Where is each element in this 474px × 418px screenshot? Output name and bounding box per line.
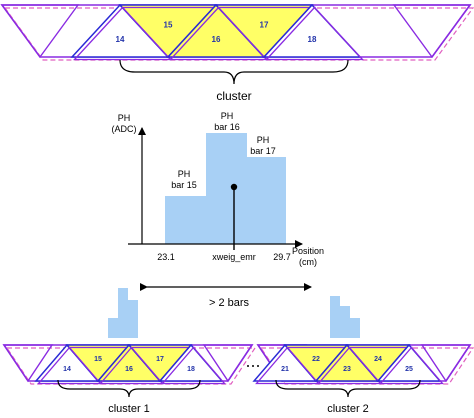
bottom-left-bar-17-number: 17 bbox=[156, 356, 164, 363]
mini-histogram-right bbox=[330, 296, 360, 338]
bottom-bar-array: 14 15 16 17 18 21 22 23 24 25 cluster 1 cluster … bbox=[2, 343, 474, 415]
bottom-right-bar-24-number: 24 bbox=[374, 356, 382, 363]
gap-dot bbox=[252, 365, 254, 367]
gap-ellipsis bbox=[247, 365, 259, 367]
bottom-left-edge-right bbox=[202, 344, 254, 383]
histogram-bar-15 bbox=[165, 196, 206, 244]
top-cluster-label: cluster bbox=[216, 89, 251, 103]
bottom-right-bar-23-number: 23 bbox=[343, 366, 351, 373]
x-axis-label-cm: (cm) bbox=[299, 257, 317, 267]
top-bar-18-outline bbox=[265, 6, 364, 61]
separation-label: > 2 bars bbox=[209, 297, 250, 309]
top-bar-15-number: 15 bbox=[164, 21, 173, 30]
mini-histogram-left bbox=[108, 288, 138, 338]
bottom-left-bar-18: 18 bbox=[158, 343, 226, 385]
top-bar-18-number: 18 bbox=[308, 35, 317, 44]
bar-16-label-ph: PH bbox=[221, 111, 234, 121]
bottom-right-bar-25-number: 25 bbox=[405, 366, 413, 373]
top-bar-18: 18 bbox=[262, 3, 364, 61]
top-cluster-brace bbox=[119, 59, 349, 85]
bottom-right-bar-22-number: 22 bbox=[312, 356, 320, 363]
x-axis-label-position: Position bbox=[292, 246, 324, 256]
top-array-edge-left bbox=[0, 4, 80, 59]
bottom-left-bar-16-number: 16 bbox=[125, 366, 133, 373]
top-bar-17-number: 17 bbox=[260, 21, 269, 30]
cluster-2-brace bbox=[275, 379, 421, 398]
top-bar-array: 14 15 16 17 18 cluster bbox=[0, 3, 474, 103]
bottom-left-bar-14-number: 14 bbox=[63, 366, 71, 373]
bar-15-label-name: bar 15 bbox=[171, 180, 197, 190]
bottom-left-bar-15-number: 15 bbox=[94, 356, 102, 363]
tick-label-left: 23.1 bbox=[157, 252, 175, 262]
bar-17-label-ph: PH bbox=[257, 135, 270, 145]
bottom-left-edge-left bbox=[2, 344, 54, 383]
y-axis-label-ph: PH bbox=[118, 113, 131, 123]
top-bar-14-number: 14 bbox=[116, 35, 125, 44]
bottom-left-bar-18-outline bbox=[161, 346, 226, 385]
separation-indicator: > 2 bars bbox=[108, 283, 360, 338]
bar-17-label-name: bar 17 bbox=[250, 146, 276, 156]
cluster-2-label: cluster 2 bbox=[327, 403, 369, 415]
bottom-left-dashed-outline bbox=[5, 347, 257, 385]
bar-16-label-name: bar 16 bbox=[214, 122, 240, 132]
top-array-bars: 14 15 16 17 18 bbox=[70, 3, 364, 61]
top-bar-16-number: 16 bbox=[212, 35, 221, 44]
bottom-right-bar-25: 25 bbox=[376, 343, 444, 385]
weighted-position-dot bbox=[230, 183, 238, 191]
cluster-1-brace bbox=[57, 379, 201, 398]
tick-label-right: 29.7 bbox=[273, 252, 291, 262]
histogram-bar-17 bbox=[247, 157, 286, 244]
gap-dot bbox=[247, 365, 249, 367]
gap-dot bbox=[257, 365, 259, 367]
cluster-1-label: cluster 1 bbox=[108, 403, 150, 415]
bottom-right-edge-right bbox=[420, 344, 472, 383]
bottom-right-bar-25-outline bbox=[379, 346, 444, 385]
bottom-left-bars: 14 15 16 17 18 bbox=[34, 343, 226, 385]
bottom-left-bar-18-number: 18 bbox=[187, 366, 195, 373]
histogram-bar-16 bbox=[206, 133, 247, 244]
top-array-frame bbox=[0, 4, 474, 61]
bottom-right-bar-21-number: 21 bbox=[281, 366, 289, 373]
bar-15-label-ph: PH bbox=[178, 169, 191, 179]
top-array-edge-right bbox=[392, 4, 472, 59]
pulse-height-histogram: PH (ADC) PH bar 15 PH bar 16 PH bar 17 2… bbox=[112, 111, 325, 267]
bottom-right-bars: 21 22 23 24 25 bbox=[252, 343, 444, 385]
y-axis-label-adc: (ADC) bbox=[112, 124, 137, 134]
tick-label-mid: xweig_emr bbox=[212, 252, 256, 262]
